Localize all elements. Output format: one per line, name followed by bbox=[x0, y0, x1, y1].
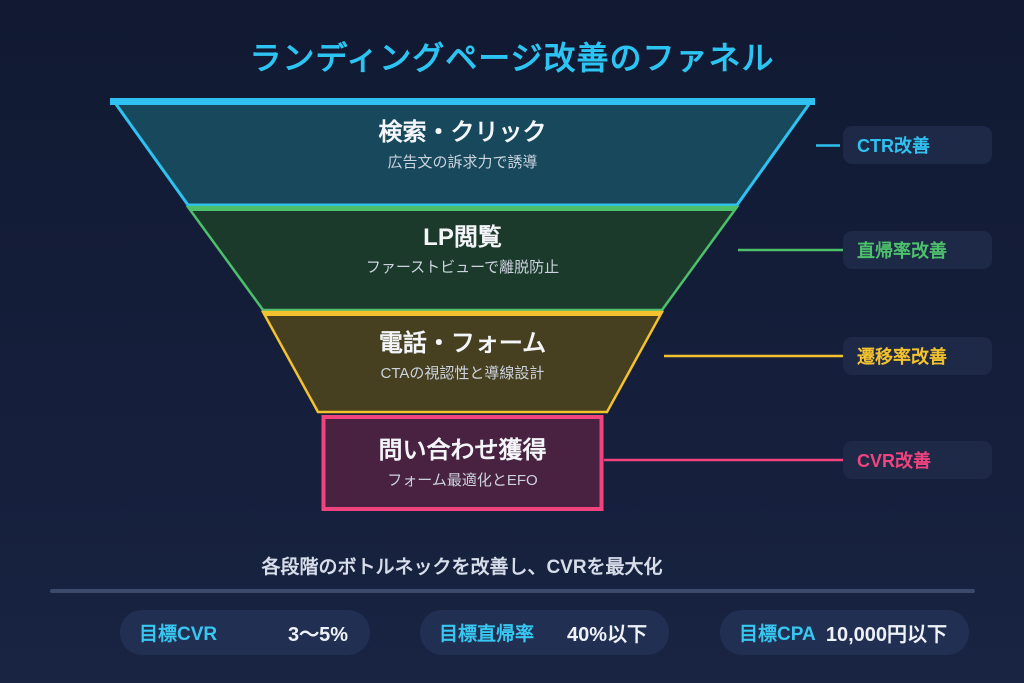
funnel-stage-4-shape bbox=[321, 415, 604, 511]
kpi-cpa-value: 10,000円以下 bbox=[825, 624, 947, 646]
kpi-cvr-value: 3〜5% bbox=[287, 624, 348, 646]
side-label-bounce-text: 直帰率改善 bbox=[857, 241, 947, 261]
side-label-ctr-text: CTR改善 bbox=[857, 136, 930, 156]
side-label-cvr-text: CVR改善 bbox=[857, 451, 932, 471]
funnel-stage-1-shape bbox=[110, 98, 815, 207]
kpi-cvr-label: 目標CVR bbox=[139, 624, 218, 645]
side-label-cvr: CVR改善 bbox=[843, 441, 992, 479]
page-title: ランディングページ改善のファネル bbox=[249, 40, 775, 76]
side-label-transition-text: 遷移率改善 bbox=[857, 347, 947, 367]
funnel-stage-2-shape bbox=[185, 205, 740, 312]
kpi-pill-cvr: 目標CVR 3〜5% bbox=[120, 610, 370, 655]
divider-line bbox=[50, 589, 975, 593]
kpi-cpa-label: 目標CPA bbox=[739, 624, 816, 645]
kpi-pill-bounce: 目標直帰率 40%以下 bbox=[420, 610, 669, 655]
kpi-pill-cpa: 目標CPA 10,000円以下 bbox=[720, 610, 969, 655]
side-label-ctr: CTR改善 bbox=[843, 126, 992, 164]
side-label-transition: 遷移率改善 bbox=[843, 337, 992, 375]
summary-caption: 各段階のボトルネックを改善し、CVRを最大化 bbox=[261, 557, 663, 578]
side-label-bounce: 直帰率改善 bbox=[843, 231, 992, 269]
kpi-bounce-value: 40%以下 bbox=[566, 624, 647, 646]
funnel-stage-3-shape bbox=[260, 310, 665, 414]
kpi-bounce-label: 目標直帰率 bbox=[439, 624, 535, 645]
